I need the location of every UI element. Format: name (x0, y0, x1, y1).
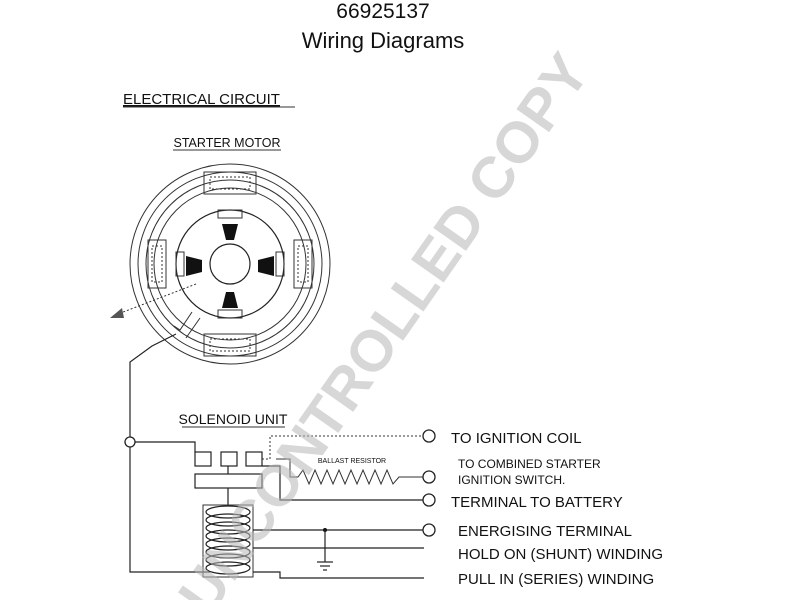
terminal-label-4: ENERGISING TERMINAL (458, 523, 632, 540)
label-ignition-coil: BALLAST RESISTOR (318, 458, 386, 465)
terminal-label-2a: TO COMBINED STARTER (458, 457, 601, 471)
terminal-energising (422, 523, 436, 537)
terminal-ignition-coil (422, 429, 436, 443)
terminal-wiring (253, 429, 436, 579)
pole-left (186, 256, 202, 276)
terminal-label-6: PULL IN (SERIES) WINDING (458, 571, 654, 588)
terminal-label-1: TO IGNITION COIL (451, 430, 582, 447)
solenoid-unit-drawing (194, 451, 263, 578)
page-title: Wiring Diagrams (302, 28, 465, 53)
part-number: 66925137 (336, 0, 429, 23)
terminal-label-3: TERMINAL TO BATTERY (451, 494, 623, 511)
solenoid-unit-label: SOLENOID UNIT (179, 411, 288, 427)
watermark: UNCONTROLLED COPY (166, 42, 602, 600)
pole-right (258, 256, 274, 276)
pole-top (222, 224, 238, 240)
solenoid-coil (202, 504, 254, 578)
starter-motor-drawing (110, 163, 331, 365)
terminal-label-5: HOLD ON (SHUNT) WINDING (458, 546, 663, 563)
terminal-label-2b: IGNITION SWITCH. (458, 473, 565, 487)
pole-bottom (222, 292, 238, 308)
diagram-heading: ELECTRICAL CIRCUIT (123, 91, 280, 108)
left-wiring (124, 333, 210, 573)
starter-motor-label: STARTER MOTOR (174, 136, 281, 150)
terminal-combined-switch (422, 470, 436, 484)
terminal-battery (422, 493, 436, 507)
